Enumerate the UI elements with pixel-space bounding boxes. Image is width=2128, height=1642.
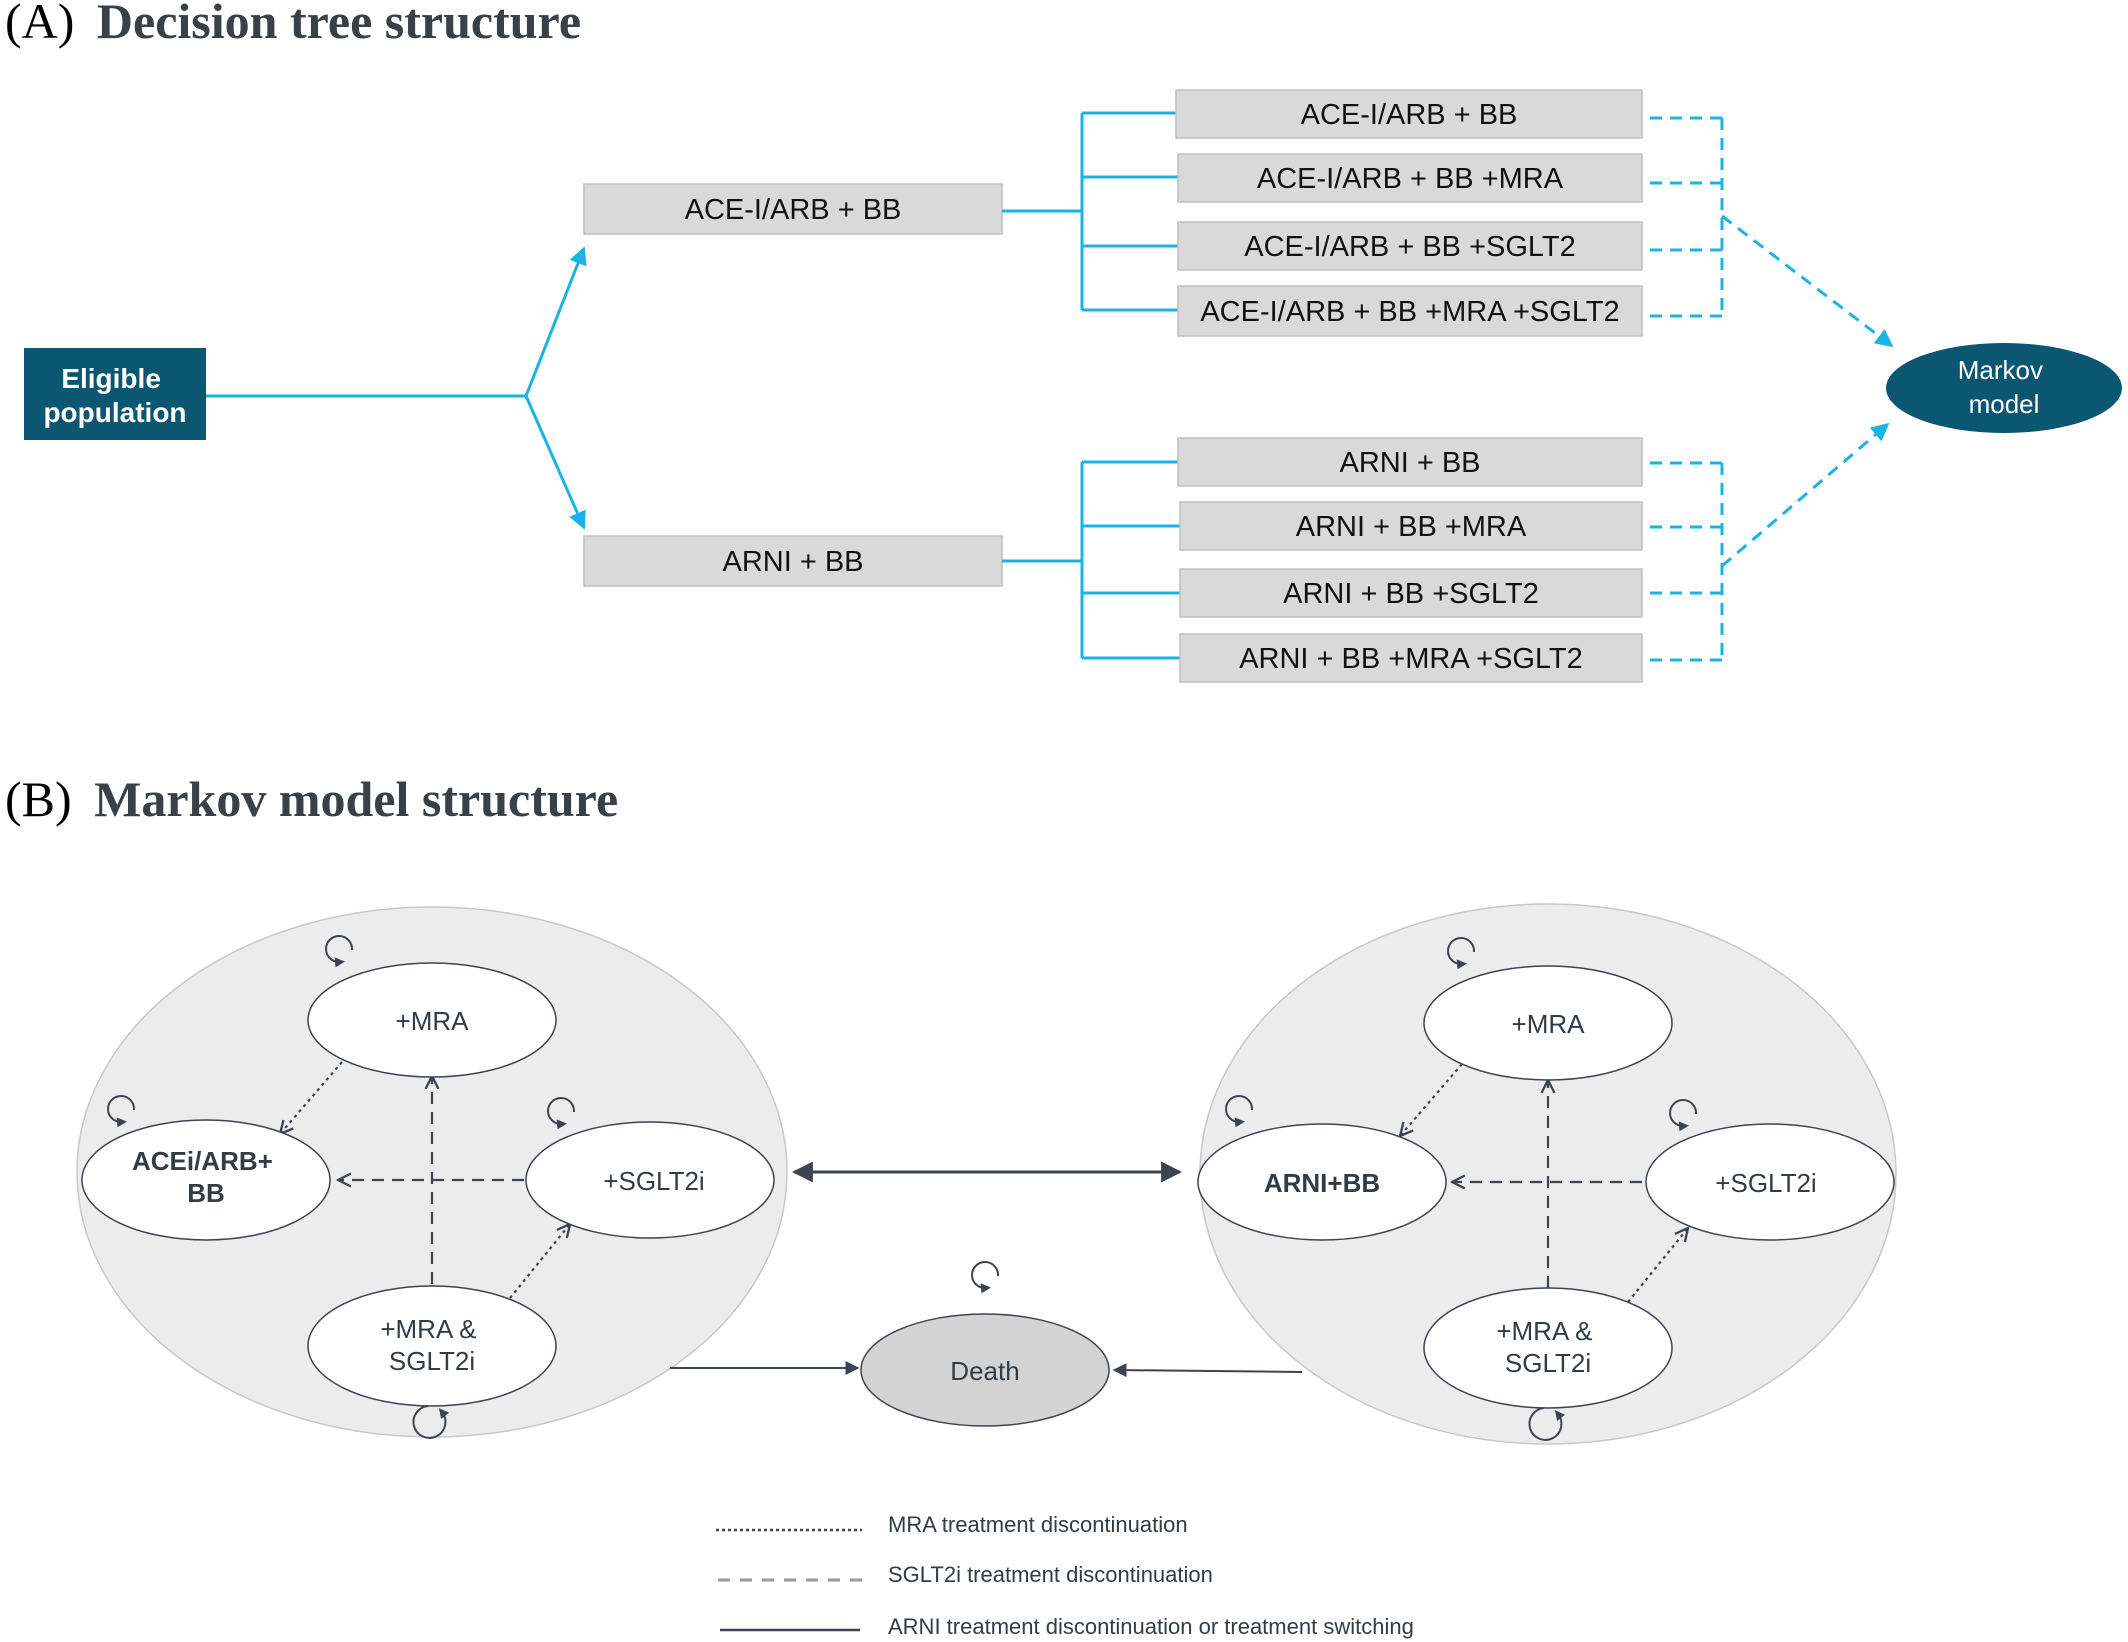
upper-fanout-lines xyxy=(1002,111,1178,312)
leaf-acei-3 xyxy=(1177,221,1643,271)
right-internal-arrows xyxy=(1400,1063,1688,1303)
leaf-arni-2-label: ARNI + BB +MRA xyxy=(1296,511,1527,543)
leaf-acei-2 xyxy=(1177,153,1643,203)
left-state-base-label: ACEi/ARB+ BB xyxy=(132,1146,280,1208)
leaf-arni-1-label: ARNI + BB xyxy=(1339,447,1480,479)
right-state-base xyxy=(1197,1123,1447,1241)
markov-diagram: +MRA ACEi/ARB+ BB +SGLT2i +MRA & SGLT2i … xyxy=(76,903,1897,1445)
section-b-title: (B) Markov model structure xyxy=(5,771,618,827)
leaf-acei-4 xyxy=(1177,285,1643,337)
markov-model-node-label: Markov model xyxy=(1958,355,2050,419)
right-state-mra-label: +MRA xyxy=(1512,1009,1586,1039)
branch-node-acei xyxy=(583,183,1003,235)
decision-tree: Eligible population ACE-I/ARB + BB ARNI … xyxy=(24,89,2122,683)
loop-icon-left-combo xyxy=(412,1405,450,1439)
legend-solid-label: ARNI treatment discontinuation or treatm… xyxy=(888,1614,1414,1639)
section-a-heading: Decision tree structure xyxy=(97,0,581,49)
leaf-arni-1 xyxy=(1177,437,1643,487)
left-state-base xyxy=(81,1119,331,1241)
tree-root-connector xyxy=(206,246,587,530)
leaf-acei-1-label: ACE-I/ARB + BB xyxy=(1301,99,1518,131)
leaf-acei-4-label: ACE-I/ARB + BB +MRA +SGLT2 xyxy=(1200,296,1619,328)
leaf-arni-4 xyxy=(1179,633,1643,683)
root-node xyxy=(24,348,206,440)
branch-node-arni xyxy=(583,535,1003,587)
left-state-mra-label: +MRA xyxy=(396,1006,470,1036)
legend-dotted-label: MRA treatment discontinuation xyxy=(888,1512,1188,1537)
left-state-sglt2 xyxy=(525,1121,775,1239)
loop-icon-left-sglt2 xyxy=(547,1097,576,1130)
left-state-mra xyxy=(307,962,557,1078)
loop-icon-left-mra xyxy=(325,935,354,968)
right-state-combo xyxy=(1423,1287,1673,1409)
leaf-arni-4-label: ARNI + BB +MRA +SGLT2 xyxy=(1239,643,1583,675)
right-to-death-arrow xyxy=(1112,1363,1303,1378)
section-a-title: (A) Decision tree structure xyxy=(5,0,581,49)
leaf-acei-3-label: ACE-I/ARB + BB +SGLT2 xyxy=(1244,231,1575,263)
right-state-mra xyxy=(1423,965,1673,1081)
section-a-prefix: (A) xyxy=(5,0,74,49)
right-state-combo-label: +MRA & SGLT2i xyxy=(1496,1316,1599,1378)
leaf-arni-2 xyxy=(1179,501,1643,551)
left-state-combo xyxy=(307,1285,557,1407)
death-state-label: Death xyxy=(950,1356,1019,1386)
left-state-combo-label: +MRA & SGLT2i xyxy=(380,1314,483,1376)
loop-icon-death xyxy=(971,1261,1000,1294)
legend-dashed-label: SGLT2i treatment discontinuation xyxy=(888,1562,1213,1587)
legend: MRA treatment discontinuation SGLT2i tre… xyxy=(716,1512,1414,1639)
section-b-prefix: (B) xyxy=(5,771,72,827)
lower-dashed-collector xyxy=(1650,422,1890,662)
loop-icon-right-combo xyxy=(1528,1407,1566,1441)
right-state-sglt2 xyxy=(1645,1123,1895,1241)
root-node-label: Eligible population xyxy=(43,363,186,428)
self-loop-icons xyxy=(107,935,1698,1441)
right-state-base-label: ARNI+BB xyxy=(1264,1168,1380,1198)
loop-icon-left-base xyxy=(107,1095,136,1128)
leaf-arni-3-label: ARNI + BB +SGLT2 xyxy=(1283,578,1539,610)
section-b-heading: Markov model structure xyxy=(94,771,618,827)
leaf-acei-1 xyxy=(1175,89,1643,139)
branch-node-arni-label: ARNI + BB xyxy=(722,546,863,578)
markov-model-node xyxy=(1886,343,2122,433)
loop-icon-right-sglt2 xyxy=(1669,1099,1698,1132)
loop-icon-right-mra xyxy=(1447,937,1476,970)
leaf-arni-3 xyxy=(1179,568,1643,618)
death-state xyxy=(860,1313,1110,1427)
left-internal-arrows xyxy=(280,1061,570,1299)
left-state-sglt2-label: +SGLT2i xyxy=(603,1166,704,1196)
leaf-acei-2-label: ACE-I/ARB + BB +MRA xyxy=(1257,163,1564,195)
lower-fanout-lines xyxy=(1002,460,1180,660)
upper-dashed-collector xyxy=(1650,116,1894,348)
branch-node-acei-label: ACE-I/ARB + BB xyxy=(685,194,902,226)
loop-icon-right-base xyxy=(1225,1095,1254,1128)
right-state-sglt2-label: +SGLT2i xyxy=(1715,1168,1816,1198)
